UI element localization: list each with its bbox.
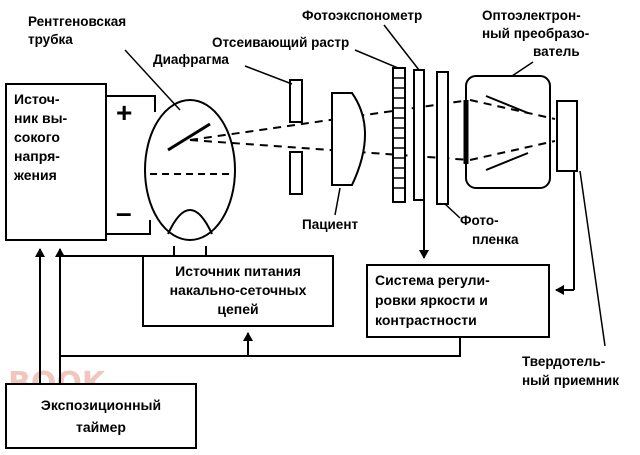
solid-detector bbox=[556, 100, 578, 172]
hv-source-box: Источ- ник вы- сокого напря- жения bbox=[5, 83, 107, 241]
plus-sign: + bbox=[116, 97, 132, 128]
patient-label: Пациент bbox=[302, 217, 358, 232]
xray-tube bbox=[144, 99, 236, 256]
hv-source-label-3: сокого bbox=[14, 129, 60, 145]
exposure-meter-label: Фотоэкспонометр bbox=[302, 8, 422, 23]
exposure-meter-plate bbox=[413, 69, 425, 201]
xray-beam bbox=[189, 99, 471, 161]
filament-source-box: Источник питания накально-сеточных цепей bbox=[142, 255, 334, 327]
anode-wire bbox=[106, 95, 156, 112]
detector-label-1: Твердотель- bbox=[522, 354, 605, 369]
brightness-label-3: контрастности bbox=[375, 312, 477, 328]
converter-label-2: ный преобразо- bbox=[482, 26, 589, 41]
timer-box: Экспозиционный таймер bbox=[5, 383, 197, 449]
minus-sign: – bbox=[116, 197, 132, 228]
film-label-2: пленка bbox=[472, 232, 519, 247]
converter-label-1: Оптоэлектрон- bbox=[482, 8, 581, 23]
timer-label-1: Экспозиционный bbox=[41, 397, 161, 413]
timer-label-2: таймер bbox=[76, 419, 126, 435]
cathode-wire bbox=[106, 220, 151, 235]
filament-label-1: Источник питания bbox=[175, 263, 301, 279]
xray-tube-label-1: Рентгеновская bbox=[28, 14, 126, 29]
filament-label-3: цепей bbox=[217, 301, 258, 317]
grid-label: Отсеивающий растр bbox=[212, 35, 349, 50]
brightness-label-2: ровки яркости и bbox=[375, 292, 488, 308]
filament-label-2: накально-сеточных bbox=[170, 282, 307, 298]
brightness-control-box: Система регули- ровки яркости и контраст… bbox=[366, 264, 550, 338]
leader-lines bbox=[124, 24, 606, 347]
hv-source-label-2: ник вы- bbox=[14, 110, 68, 126]
connection-lines bbox=[35, 171, 575, 384]
hv-source-label-5: жения bbox=[13, 167, 57, 183]
film-plate bbox=[436, 71, 449, 205]
brightness-label-1: Система регули- bbox=[375, 272, 490, 288]
converter-label-3: ватель bbox=[533, 44, 580, 59]
patient-shape bbox=[331, 92, 366, 186]
anti-scatter-grid bbox=[392, 67, 406, 203]
diaphragm-label: Диафрагма bbox=[153, 52, 229, 67]
detector-label-2: ный приемник bbox=[522, 373, 619, 388]
film-label-1: Фото- bbox=[460, 213, 499, 228]
xray-tube-label-2: трубка bbox=[28, 32, 73, 47]
hv-source-label-4: напря- bbox=[14, 148, 60, 164]
image-converter bbox=[463, 75, 556, 189]
hv-source-label-1: Источ- bbox=[14, 91, 60, 107]
diaphragm bbox=[289, 79, 303, 195]
